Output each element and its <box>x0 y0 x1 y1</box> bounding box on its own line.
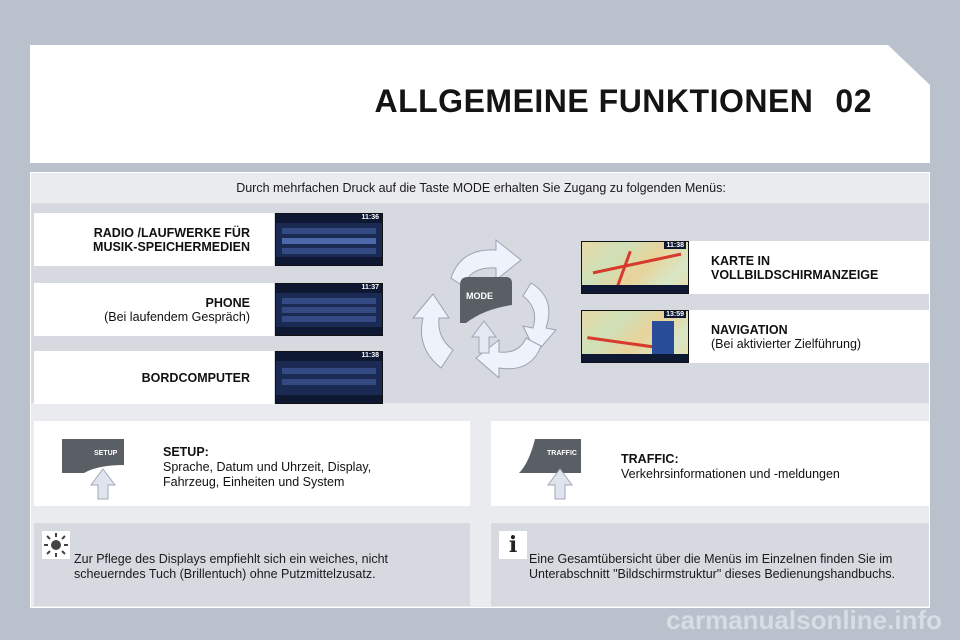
sun-icon <box>42 531 70 559</box>
info-note-line1: Eine Gesamtübersicht über die Menüs im E… <box>529 552 893 566</box>
menu-item-trip-computer: BORDCOMPUTER <box>34 351 274 404</box>
map-label-line2: VOLLBILDSCHIRMANZEIGE <box>711 267 879 282</box>
radio-label-line1: RADIO /LAUFWERKE FÜR <box>93 225 250 240</box>
mode-button-icon: MODE <box>454 275 514 355</box>
traffic-desc-line1: Verkehrsinformationen und -meldungen <box>621 467 840 481</box>
trip-computer-label: BORDCOMPUTER <box>141 370 250 385</box>
trip-computer-screen-clock: 11:38 <box>361 352 379 359</box>
traffic-button-label: TRAFFIC <box>547 450 577 457</box>
chapter-number: 02 <box>835 83 872 119</box>
mode-button-label: MODE <box>466 291 493 301</box>
content-panel: Durch mehrfachen Druck auf die Taste MOD… <box>30 172 930 608</box>
setup-title: SETUP: <box>163 445 209 459</box>
mode-cycle-diagram <box>411 238 557 378</box>
up-arrow-icon <box>90 468 116 500</box>
traffic-panel: TRAFFIC TRAFFIC: Verkehrsinformationen u… <box>491 421 929 506</box>
intro-text: Durch mehrfachen Druck auf die Taste MOD… <box>236 181 726 195</box>
phone-screen-thumbnail: 11:37 <box>275 283 383 336</box>
fullscreen-map-thumbnail: 11:38 <box>581 241 689 294</box>
menu-item-fullscreen-map: KARTE IN VOLLBILDSCHIRMANZEIGE <box>689 241 929 294</box>
setup-desc-line1: Sprache, Datum und Uhrzeit, Display, <box>163 460 372 474</box>
phone-screen-clock: 11:37 <box>361 284 379 291</box>
radio-screen-thumbnail: 11:36 <box>275 213 383 266</box>
radio-screen-clock: 11:36 <box>361 214 379 221</box>
navigation-screen-clock: 13:59 <box>664 311 686 318</box>
up-arrow-icon <box>547 468 573 500</box>
map-label-line1: KARTE IN <box>711 253 771 268</box>
care-note-line1: Zur Pflege des Displays empfiehlt sich e… <box>74 552 389 566</box>
traffic-button-icon <box>519 439 581 500</box>
manual-page: ALLGEMEINE FUNKTIONEN 02 Durch mehrfachen… <box>30 45 930 610</box>
info-note: i Eine Gesamtübersicht über die Menüs im… <box>491 523 929 606</box>
menu-item-navigation: NAVIGATION (Bei aktivierter Zielführung) <box>689 310 929 363</box>
navigation-label-line2: (Bei aktivierter Zielführung) <box>711 336 862 351</box>
radio-label-line2: MUSIK-SPEICHERMEDIEN <box>93 239 250 254</box>
phone-label-line2: (Bei laufendem Gespräch) <box>104 309 250 324</box>
traffic-title: TRAFFIC: <box>621 452 679 466</box>
cycle-arrow-icon <box>411 238 557 378</box>
info-icon: i <box>499 531 527 559</box>
care-note-line2: scheuerndes Tuch (Brillentuch) ohne Putz… <box>74 567 376 581</box>
watermark: carmanualsonline.info <box>666 605 942 635</box>
setup-button-icon <box>62 439 124 500</box>
title-text: ALLGEMEINE FUNKTIONEN <box>374 83 814 119</box>
menu-item-radio: RADIO /LAUFWERKE FÜR MUSIK-SPEICHERMEDIE… <box>34 213 274 266</box>
page-title: ALLGEMEINE FUNKTIONEN 02 <box>374 83 872 120</box>
care-note: Zur Pflege des Displays empfiehlt sich e… <box>34 523 470 606</box>
setup-panel: SETUP SETUP: Sprache, Datum und Uhrzeit,… <box>34 421 470 506</box>
setup-desc-line2: Fahrzeug, Einheiten und System <box>163 475 345 489</box>
navigation-thumbnail: 13:59 <box>581 310 689 363</box>
map-screen-clock: 11:38 <box>664 242 686 249</box>
trip-computer-screen-thumbnail: 11:38 <box>275 351 383 404</box>
info-note-line2: Unterabschnitt "Bildschirmstruktur" dies… <box>529 567 896 581</box>
phone-label-line1: PHONE <box>205 295 250 310</box>
navigation-label-line1: NAVIGATION <box>711 322 788 337</box>
page-header: ALLGEMEINE FUNKTIONEN 02 <box>30 45 930 163</box>
menu-item-phone: PHONE (Bei laufendem Gespräch) <box>34 283 274 336</box>
setup-button-label: SETUP <box>94 450 118 457</box>
